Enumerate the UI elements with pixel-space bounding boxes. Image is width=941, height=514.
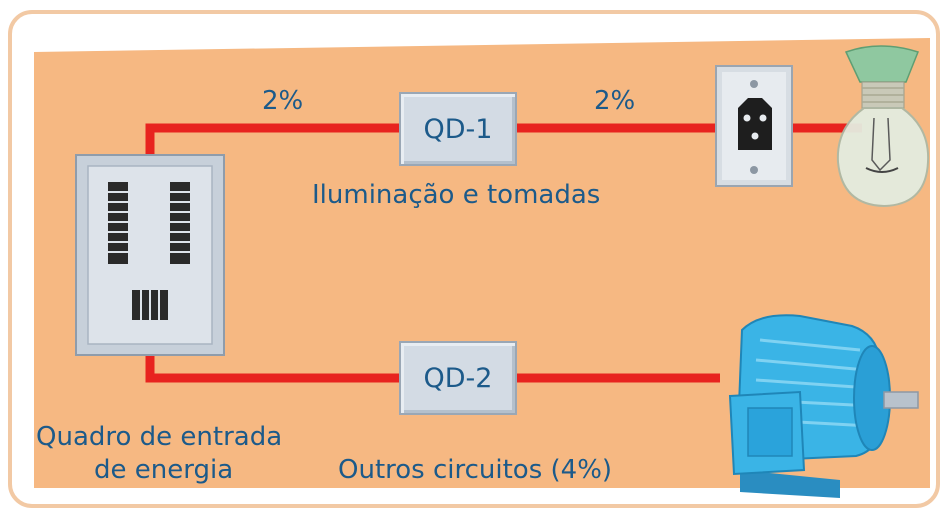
qd1-panel: QD-1 (399, 92, 517, 166)
main-panel-label-line1: Quadro de entrada (36, 422, 283, 452)
wire-bottom (145, 350, 400, 383)
qd2-panel: QD-2 (399, 341, 517, 415)
main-panel-icon (75, 154, 225, 356)
other-circuits-caption: Outros circuitos (4%) (338, 455, 613, 485)
qd2-label: QD-2 (423, 363, 493, 394)
qd1-label: QD-1 (423, 114, 493, 145)
socket-icon (715, 65, 793, 187)
main-panel-label-line2: de energia (94, 455, 234, 485)
percent-left-label: 2% (262, 86, 304, 116)
lamp-icon (836, 45, 930, 208)
motor-icon (728, 314, 919, 498)
wire-top (145, 123, 400, 160)
wires (145, 123, 862, 383)
lighting-caption: Iluminação e tomadas (312, 180, 601, 210)
percent-right-label: 2% (594, 86, 636, 116)
